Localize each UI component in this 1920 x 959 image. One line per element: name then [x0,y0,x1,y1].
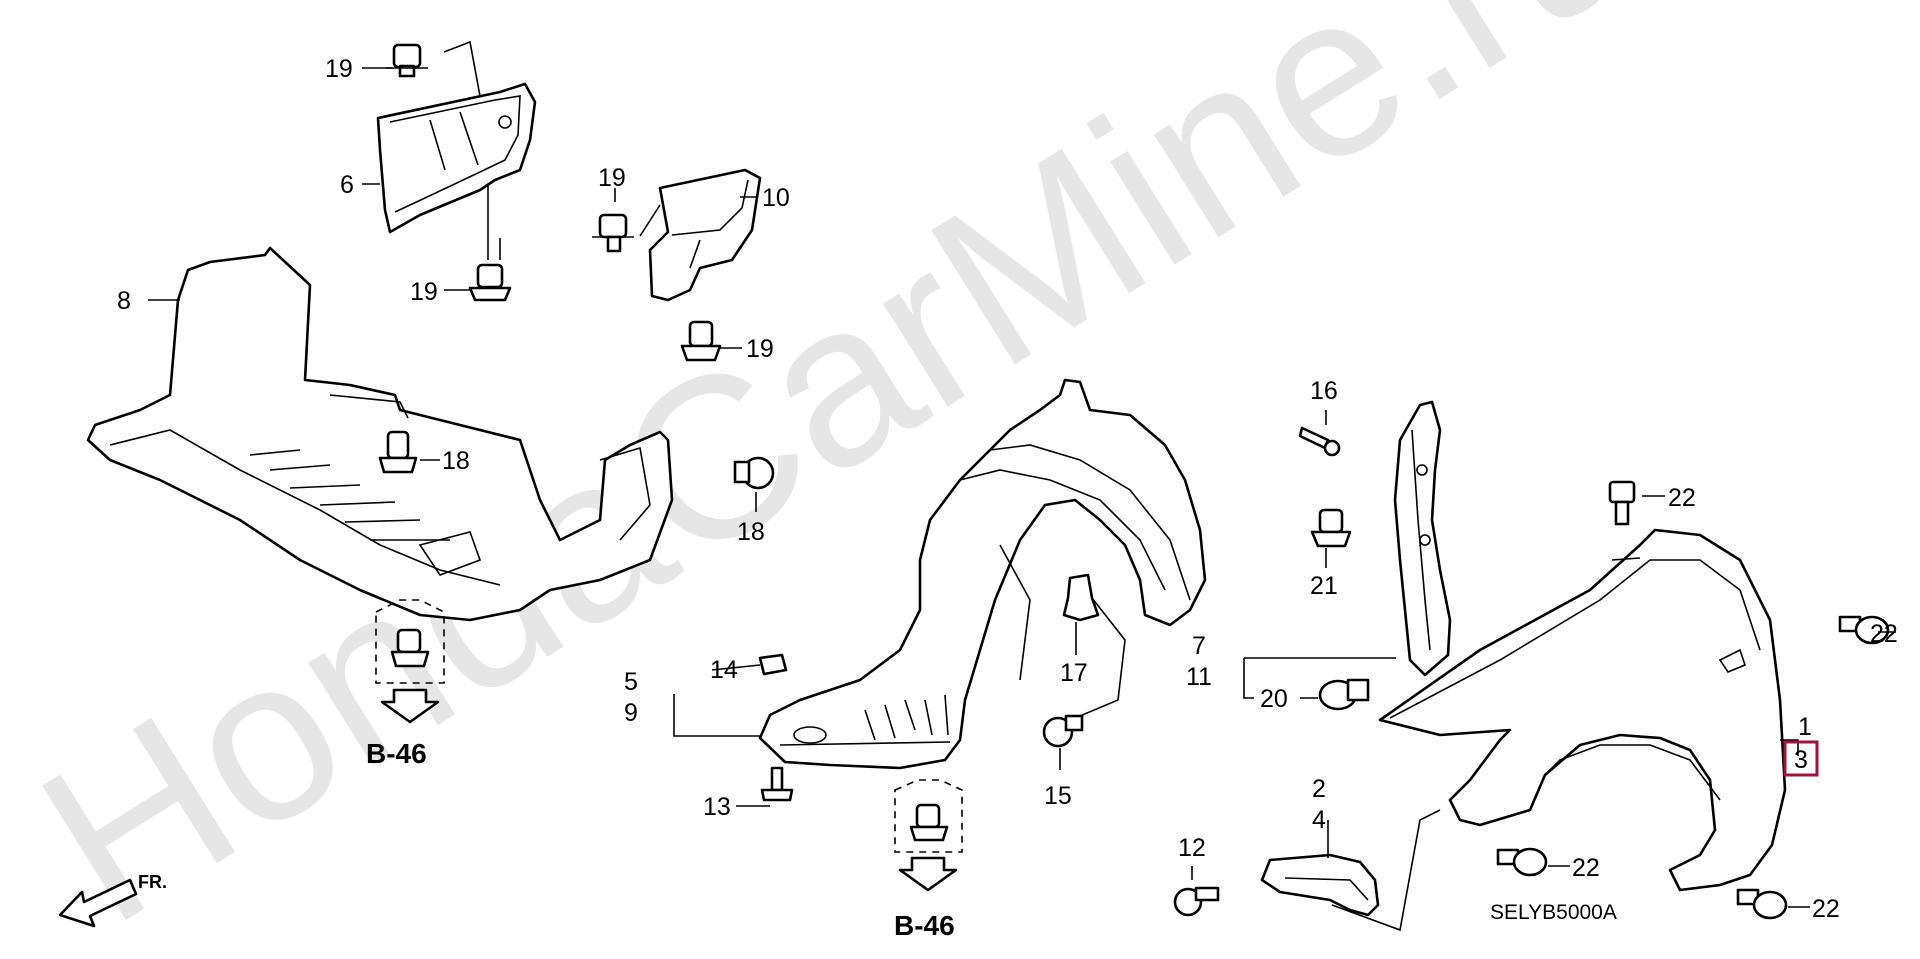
callout-19[interactable]: 19 [598,164,626,192]
clip-detail-left [375,599,445,724]
callout-17[interactable]: 17 [1060,659,1088,687]
callout-3[interactable]: 3 [1794,746,1808,774]
fastener-17[interactable] [1062,573,1100,622]
fastener-19-b[interactable] [468,263,512,302]
fastener-16[interactable] [1298,426,1341,457]
fastener-19-a[interactable] [386,43,428,78]
part-6-splash-shield[interactable] [376,82,537,234]
fastener-13[interactable] [760,766,794,802]
highlight-box [1783,740,1819,777]
callout-13[interactable]: 13 [703,793,731,821]
clip-detail-bottom [894,779,963,892]
part-2-4-lower-bracket[interactable] [1260,853,1380,917]
callout-21[interactable]: 21 [1310,572,1338,600]
callout-12[interactable]: 12 [1178,834,1206,862]
fastener-22-b[interactable] [1838,615,1890,645]
callout-19[interactable]: 19 [325,55,353,83]
part-1-3-front-fender[interactable] [1378,528,1787,892]
front-direction-arrow: FR. [58,872,167,928]
diagram-code: SELYB5000A [1490,901,1617,924]
fastener-21[interactable] [1310,508,1352,548]
callout-labels: 19 6 19 10 19 19 8 18 18 14 5 9 13 17 15… [117,55,1898,923]
fastener-20[interactable] [1318,678,1370,711]
fastener-18-b[interactable] [733,456,775,490]
callout-18[interactable]: 18 [737,518,765,546]
part-10-side-shield[interactable] [648,168,762,302]
fastener-22-d[interactable] [1736,888,1788,920]
fastener-22-c[interactable] [1496,847,1548,877]
callout-1[interactable]: 1 [1798,713,1812,741]
callout-22[interactable]: 22 [1812,895,1840,923]
reference-b46-left[interactable]: B-46 [366,738,427,769]
fastener-14[interactable] [758,653,788,676]
callout-16[interactable]: 16 [1310,377,1338,405]
callout-19[interactable]: 19 [746,335,774,363]
callout-22[interactable]: 22 [1572,854,1600,882]
callout-14[interactable]: 14 [710,656,738,684]
fastener-12[interactable] [1173,886,1220,917]
callout-22[interactable]: 22 [1870,620,1898,648]
callout-18[interactable]: 18 [442,447,470,475]
callout-7[interactable]: 7 [1192,632,1206,660]
callout-6[interactable]: 6 [340,171,354,199]
callout-19[interactable]: 19 [410,278,438,306]
fastener-18-a[interactable] [378,430,418,474]
callout-10[interactable]: 10 [762,184,790,212]
callout-9[interactable]: 9 [624,699,638,727]
callout-15[interactable]: 15 [1044,782,1072,810]
fastener-19-c[interactable] [592,213,634,253]
part-5-9-inner-fender[interactable] [758,378,1207,770]
fastener-22-a[interactable] [1608,480,1636,526]
fastener-15[interactable] [1042,714,1084,748]
part-8-under-cover[interactable] [86,246,674,622]
callout-20[interactable]: 20 [1260,685,1288,713]
fastener-19-d[interactable] [680,320,722,362]
callout-5[interactable]: 5 [624,668,638,696]
callout-11[interactable]: 11 [1186,663,1212,691]
callout-8[interactable]: 8 [117,287,131,315]
leader-lines [148,40,1896,932]
front-direction-label: FR. [138,872,167,892]
callout-2[interactable]: 2 [1312,775,1326,803]
reference-b46-bottom[interactable]: B-46 [894,910,955,941]
callout-22[interactable]: 22 [1668,484,1696,512]
part-7-11-fender-bracket[interactable] [1393,400,1452,677]
callout-4[interactable]: 4 [1312,806,1326,834]
